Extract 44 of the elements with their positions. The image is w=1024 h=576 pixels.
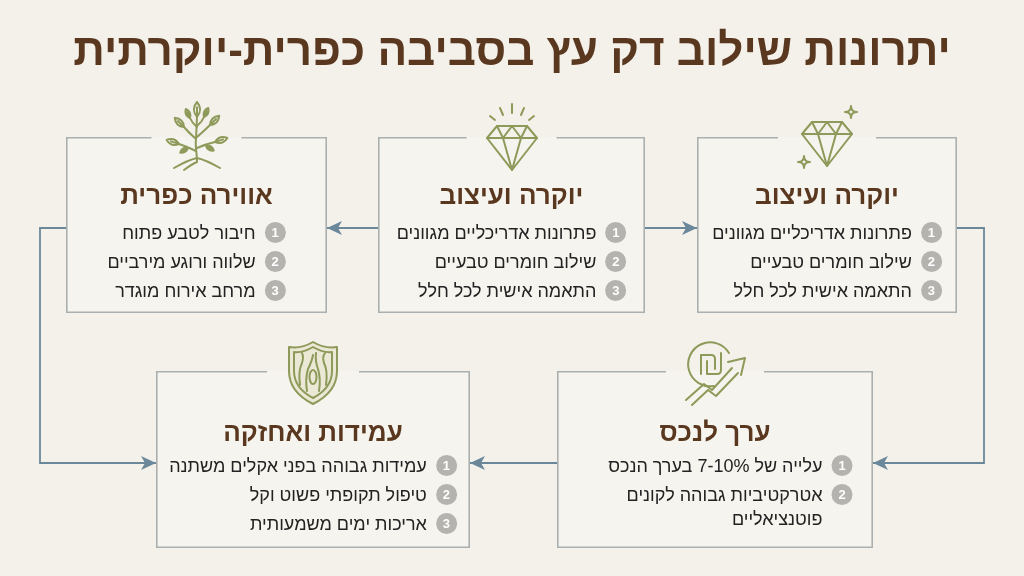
step-number: 1 [920,222,942,243]
info-card [378,137,645,313]
arrow [39,227,157,470]
card-heading: אווירה כפרית [120,180,273,210]
step-number: 2 [264,251,286,272]
info-card [156,371,470,548]
step-number: 2 [605,251,627,272]
step-number: 2 [920,251,942,272]
list-item-text: עמידות גבוהה בפני אקלים משתנה [169,455,427,478]
arrow [326,221,379,235]
info-card [557,371,873,548]
list-item-text: התאמה אישית לכל חלל [733,280,912,303]
info-card [66,137,327,313]
list-item-text: שילוב חומרים טבעיים [434,251,597,274]
card-heading: יוקרה ועיצוב [439,180,584,210]
list-item-text: התאמה אישית לכל חלל [418,280,597,303]
step-number: 2 [831,484,853,505]
card-heading: יוקרה ועיצוב [755,180,899,210]
list-item-text: מרחב אירוח מוגדר [115,280,256,303]
step-number: 1 [264,222,286,243]
step-number: 3 [920,280,942,301]
step-number: 1 [605,222,627,243]
list-item-text: אטרקטיביות גבוהה לקונים פוטנציאליים [625,484,823,531]
list-item-text: טיפול תקופתי פשוט וקל [249,484,427,507]
arrow [872,227,985,470]
step-number: 3 [605,280,627,301]
list-item-text: פתרונות אדריכליים מגוונים [712,222,912,245]
step-number: 1 [831,455,853,476]
step-number: 3 [435,513,457,534]
list-item-text: חיבור לטבע פתוח [122,222,256,245]
arrow [469,456,558,470]
list-item-text: שילוב חומרים טבעיים [750,251,912,274]
list-item-text: אריכות ימים משמעותית [250,513,427,536]
info-card [697,137,957,313]
step-number: 3 [264,280,286,301]
list-item-text: שלווה ורוגע מירביים [107,251,256,274]
step-number: 2 [435,484,457,505]
card-heading: עמידות ואחזקה [223,417,403,447]
list-item-text: פתרונות אדריכליים מגוונים [396,222,597,245]
step-number: 1 [435,455,457,476]
card-heading: ערך לנכס [659,417,771,447]
arrow [644,221,698,235]
diagram-title: יתרונות שילוב דק עץ בסביבה כפרית-יוקרתית [73,24,951,76]
list-item-text: עלייה של 7-10% בערך הנכס [608,455,823,478]
